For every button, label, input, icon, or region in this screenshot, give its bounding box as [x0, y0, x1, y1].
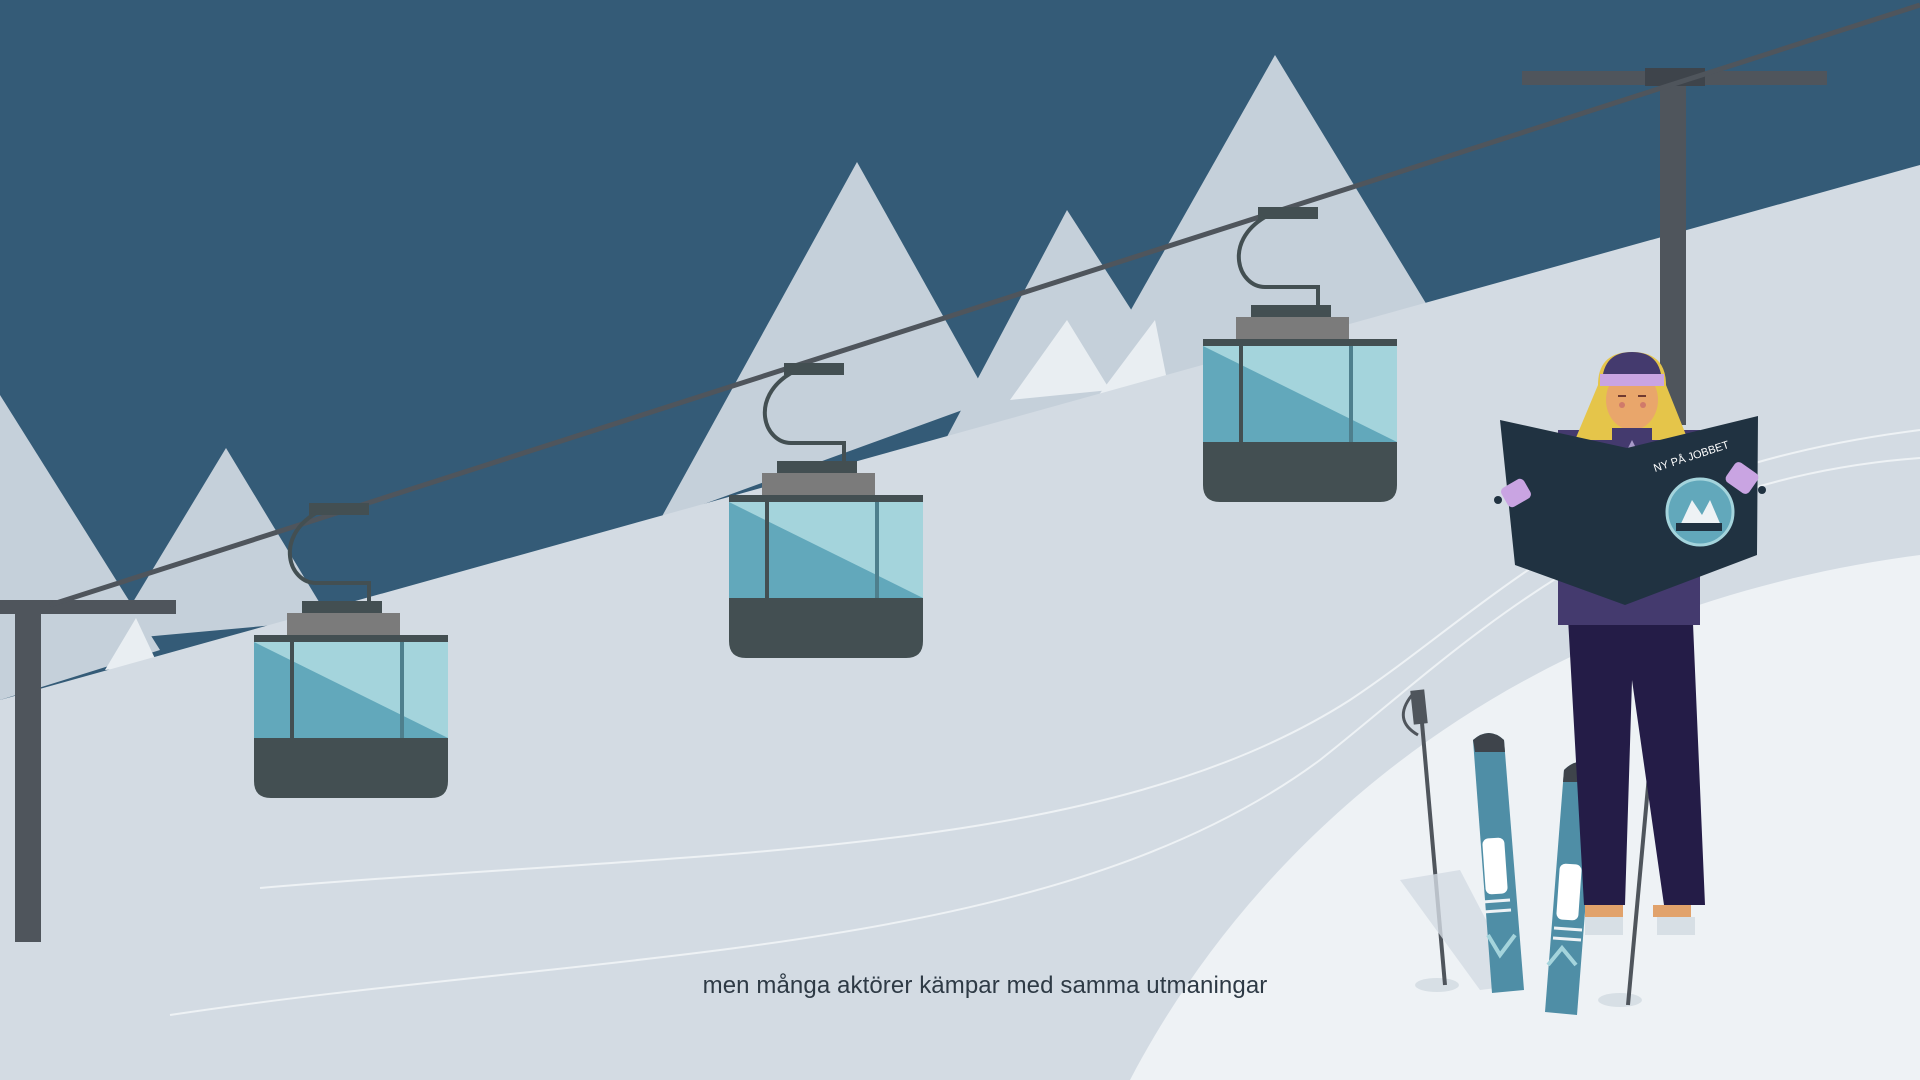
mittens: [1494, 462, 1766, 508]
newspaper: [1500, 416, 1758, 605]
right-pylon: [1522, 68, 1827, 425]
left-pylon: [0, 600, 176, 942]
mountain-range: [0, 55, 1430, 700]
gondola-cabin-2: [729, 363, 923, 658]
foreground-snow: [1130, 555, 1920, 1080]
gondola-cabin-3: [1203, 207, 1397, 502]
gondola-cabin-1: [254, 503, 448, 798]
